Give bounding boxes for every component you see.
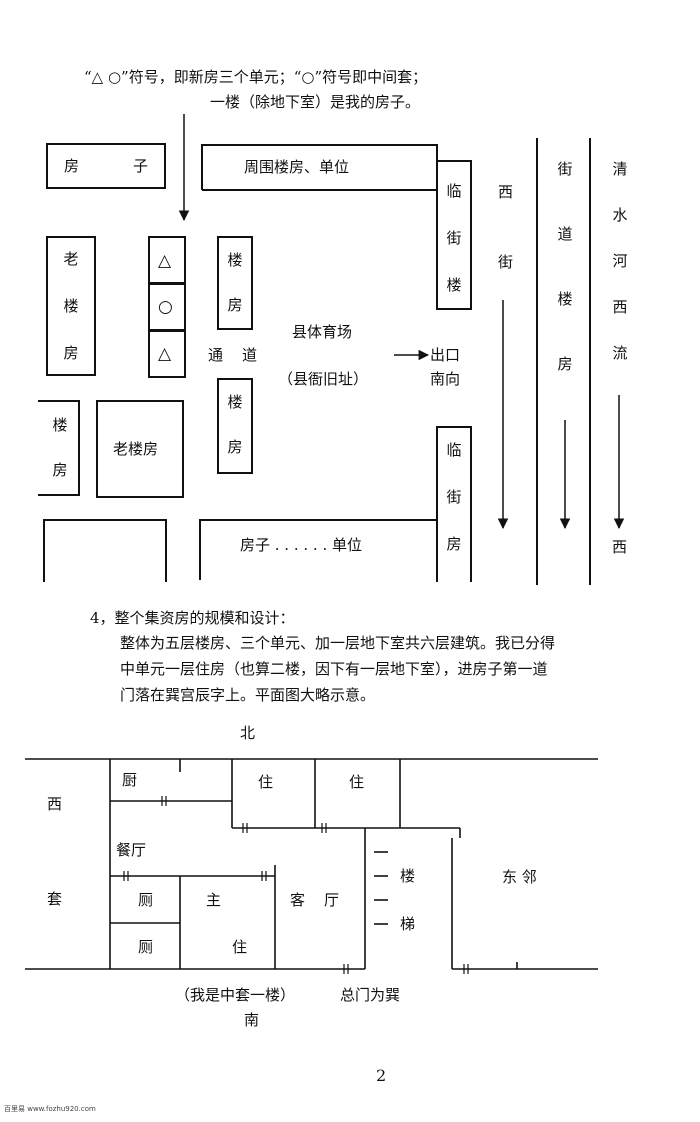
- building-a-label: 楼 房: [227, 251, 243, 314]
- master-label-1: 主: [206, 891, 222, 909]
- building-a-box: [217, 236, 253, 330]
- legend-line-2: 一楼（除地下室）是我的房子。: [210, 93, 421, 111]
- south-label: 南: [244, 1011, 260, 1029]
- stairs-label-2: 梯: [400, 915, 416, 933]
- door-note-label: 总门为巽: [340, 986, 401, 1004]
- bedroom-2-label: 住: [349, 773, 365, 791]
- bottom-units-label: 房子 . . . . . . 单位: [240, 536, 362, 554]
- stadium-label: 县体育场: [292, 323, 353, 341]
- unit-triangle-bottom: △: [158, 344, 172, 364]
- living-label-2: 厅: [324, 891, 340, 909]
- floor-plan-caption: （我是中套一楼）: [175, 986, 296, 1004]
- building-b-box: [217, 378, 253, 474]
- bedroom-1-label: 住: [258, 773, 274, 791]
- old-building-center-label: 老楼房: [113, 440, 159, 458]
- exit-label: 出口: [430, 346, 461, 364]
- section4-line-2: 中单元一层住房（也算二楼，因下有一层地下室），进房子第一道: [120, 660, 548, 678]
- living-label-1: 客: [290, 891, 306, 909]
- west-unit-label-2: 套: [47, 890, 63, 908]
- surrounding-buildings-label: 周围楼房、单位: [244, 158, 350, 176]
- old-building-center-box: [96, 400, 184, 498]
- legend-line-1: “△ ○”符号，即新房三个单元；“○”符号即中间套；: [84, 68, 428, 86]
- building-b-label: 楼 房: [227, 393, 243, 456]
- west-street-label-2: 街: [498, 253, 514, 271]
- street-road-building-label: 街 道 楼 房: [557, 160, 573, 373]
- old-building-left-label: 老 楼 房: [63, 250, 79, 362]
- section4-heading: 4，整个集资房的规模和设计：: [90, 609, 295, 627]
- master-label-2: 住: [232, 938, 248, 956]
- old-building-left-box: [46, 236, 96, 376]
- west-unit-label-1: 西: [47, 795, 63, 813]
- west-street-label-1: 西: [498, 183, 514, 201]
- street-building-bottom-label: 临 街 房: [446, 441, 462, 553]
- section4-line-1: 整体为五层楼房、三个单元、加一层地下室共六层建筑。我已分得: [120, 634, 556, 652]
- footer-source: 百里易 www.fozhu920.com: [4, 1105, 96, 1113]
- unit-box-bottom: [148, 330, 186, 378]
- street-building-bottom-box: [436, 426, 472, 582]
- house-top-label-2: 子: [133, 157, 149, 175]
- passage-label-2: 道: [242, 346, 258, 364]
- unit-circle-middle: ○: [158, 297, 173, 317]
- house-top-box: [46, 143, 166, 189]
- toilet-1-label: 厕: [138, 891, 154, 909]
- east-neighbor-label: 东 邻: [502, 868, 537, 886]
- stadium-old-site-label: （县衙旧址）: [278, 370, 369, 388]
- north-label: 北: [240, 724, 256, 742]
- unit-triangle-top: △: [158, 251, 172, 271]
- passage-label-1: 通: [208, 346, 224, 364]
- section4-line-3: 门落在巽宫辰字上。平面图大略示意。: [120, 686, 376, 704]
- street-building-top-label: 临 街 楼: [446, 182, 462, 294]
- river-label: 清 水 河 西 流: [612, 160, 628, 362]
- stairs-label-1: 楼: [400, 867, 416, 885]
- page-number: 2: [376, 1066, 387, 1085]
- toilet-2-label: 厕: [138, 938, 154, 956]
- river-end-label: 西: [612, 538, 628, 556]
- house-top-label-1: 房: [64, 157, 80, 175]
- dining-label: 餐厅: [116, 841, 147, 859]
- street-building-top-box: [436, 160, 472, 310]
- bottom-left-building-box: [38, 400, 80, 496]
- bottom-left-building-label: 楼 房: [52, 416, 68, 479]
- exit-direction-label: 南向: [430, 370, 461, 388]
- kitchen-label: 厨: [122, 771, 138, 789]
